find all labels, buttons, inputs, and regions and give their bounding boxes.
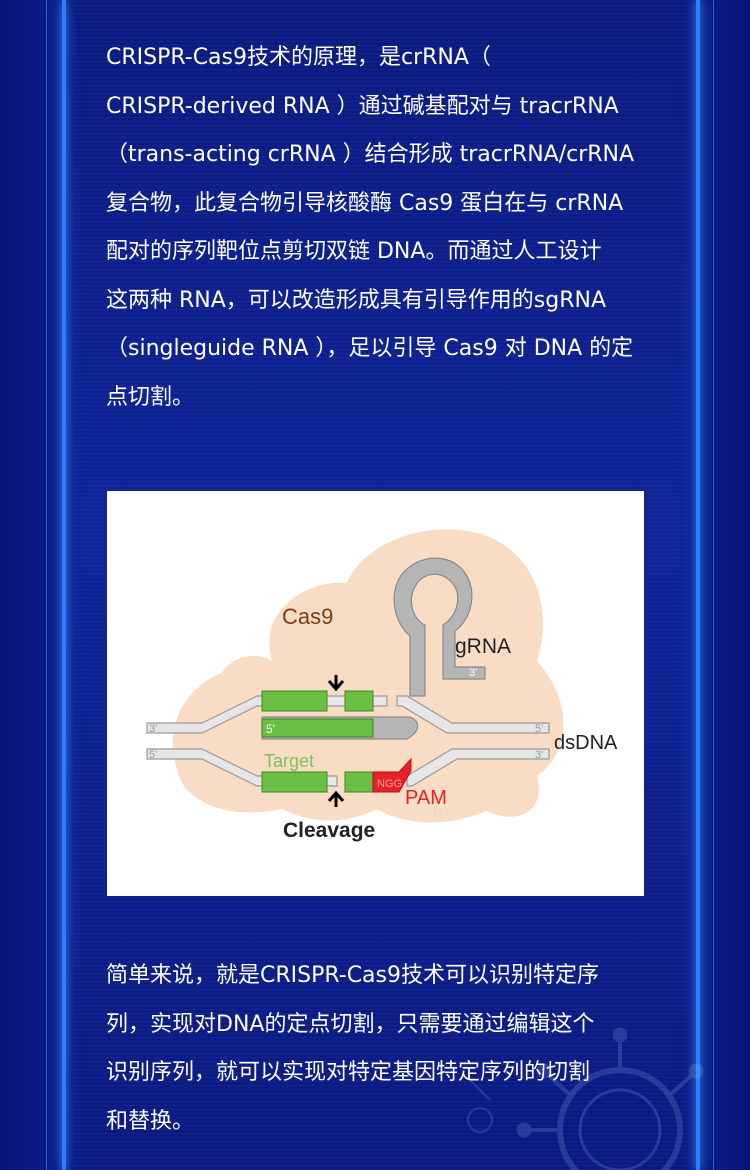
dna-top-strand-right [396, 695, 550, 734]
left-edge-panel [0, 0, 62, 1170]
pam-label: PAM [405, 787, 447, 809]
dna-bottom-right-end: 3' [535, 749, 543, 761]
summary-paragraph: 简单来说，就是CRISPR-Cas9技术可以识别特定序 列，实现对DNA的定点切… [106, 963, 600, 1134]
dna-bottom-strand-right [406, 748, 550, 787]
right-frame-line [696, 0, 700, 1170]
dna-bottom-left-end: 5' [149, 749, 157, 761]
pam-block [372, 757, 412, 793]
dsdna-label: dsDNA [554, 732, 618, 754]
target-block-bottom-left [261, 771, 328, 793]
virus-decoration [467, 1027, 704, 1170]
left-frame-line [62, 0, 66, 1170]
target-guide-block [261, 718, 374, 738]
crispr-diagram: NGG Cas9 gRNA 3' 5' dsDNA Target PAM Cle… [107, 491, 644, 896]
ngg-label: NGG [377, 778, 402, 790]
cas9-label: Cas9 [282, 604, 333, 629]
target-block-top-right [344, 690, 374, 712]
grna-label: gRNA [455, 635, 511, 658]
dna-top-left-end: 3' [149, 723, 157, 735]
cleavage-label: Cleavage [283, 819, 375, 842]
left-thin-line [46, 0, 47, 1170]
target-label: Target [264, 751, 314, 771]
grna-3prime-label: 3' [469, 667, 477, 679]
target-block-top-left [261, 690, 328, 712]
grna-5prime-label: 5' [266, 722, 275, 736]
right-thin-line [713, 0, 714, 1170]
crispr-diagram-svg: NGG Cas9 gRNA 3' 5' dsDNA Target PAM Cle… [146, 529, 618, 842]
grna-stem [393, 557, 486, 697]
target-block-bottom-right [344, 771, 374, 793]
cleavage-arrow-top [327, 675, 345, 692]
dna-top-right-end: 5' [535, 723, 543, 735]
intro-paragraph: CRISPR-Cas9技术的原理，是crRNA（ CRISPR-derived … [106, 45, 635, 410]
cleavage-arrow-bottom [327, 790, 345, 807]
